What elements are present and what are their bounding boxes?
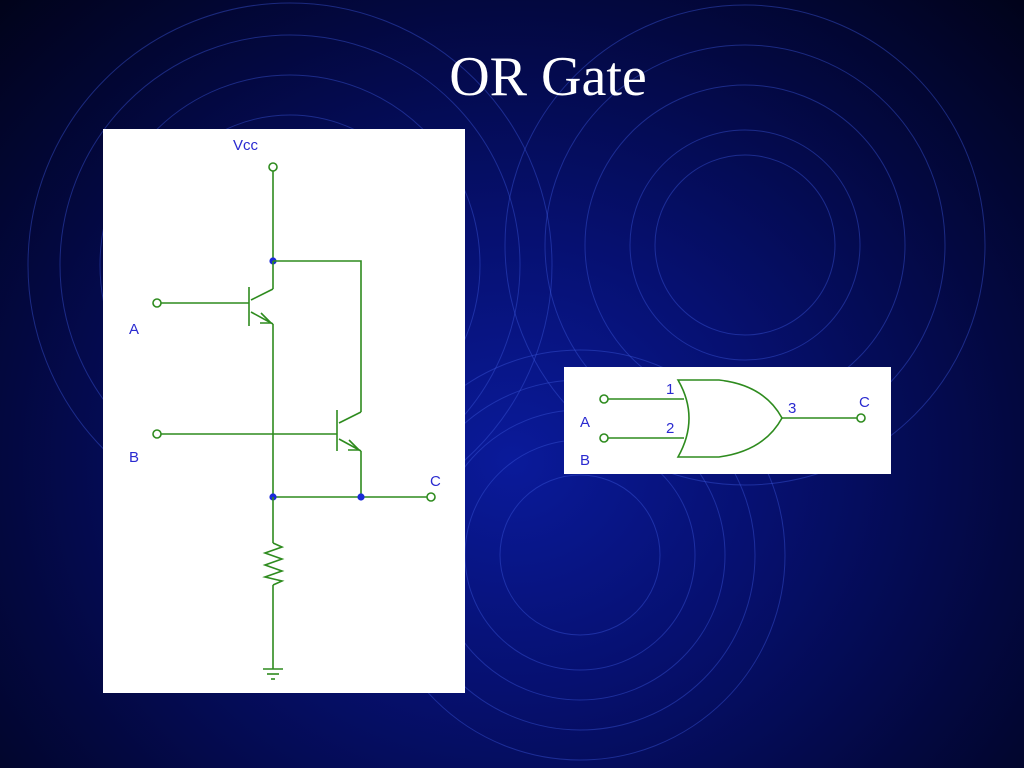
symbol-input-b-terminal — [599, 433, 609, 443]
q1-emitter-arrow — [260, 312, 273, 324]
symbol-input-a-label: A — [580, 414, 590, 431]
or-gate-schematic: 1 A 2 B 3 C — [580, 379, 870, 469]
vcc-junction-node — [269, 257, 277, 265]
input-b-label: B — [129, 449, 139, 466]
symbol-output-c-label: C — [859, 394, 870, 411]
input-b-terminal — [152, 429, 162, 439]
input-a-label: A — [129, 321, 139, 338]
symbol-input-b-label: B — [580, 452, 590, 469]
vcc-terminal — [268, 162, 278, 172]
q2-emitter-arrow — [348, 439, 361, 451]
symbol-output-c-terminal — [856, 413, 866, 423]
pin-3-label: 3 — [788, 400, 796, 417]
output-junction-node — [357, 493, 365, 501]
q1-collector-lead — [250, 288, 274, 301]
symbol-input-a-terminal — [599, 394, 609, 404]
resistor-icon — [262, 542, 285, 586]
slide-title: OR Gate — [449, 46, 647, 108]
output-c-terminal — [426, 492, 436, 502]
circuit-schematic: Vcc A B C — [129, 137, 441, 680]
pin-1-label: 1 — [666, 381, 674, 398]
pin-2-label: 2 — [666, 420, 674, 437]
collector-bus-wire — [273, 260, 362, 412]
vcc-label: Vcc — [233, 137, 259, 154]
or-gate-icon — [676, 379, 783, 458]
q2-collector-lead — [338, 411, 362, 424]
input-a-terminal — [152, 298, 162, 308]
output-c-label: C — [430, 473, 441, 490]
or-gate-symbol-diagram: 1 A 2 B 3 C — [564, 367, 891, 474]
transistor-circuit-diagram: Vcc A B C — [103, 129, 465, 693]
